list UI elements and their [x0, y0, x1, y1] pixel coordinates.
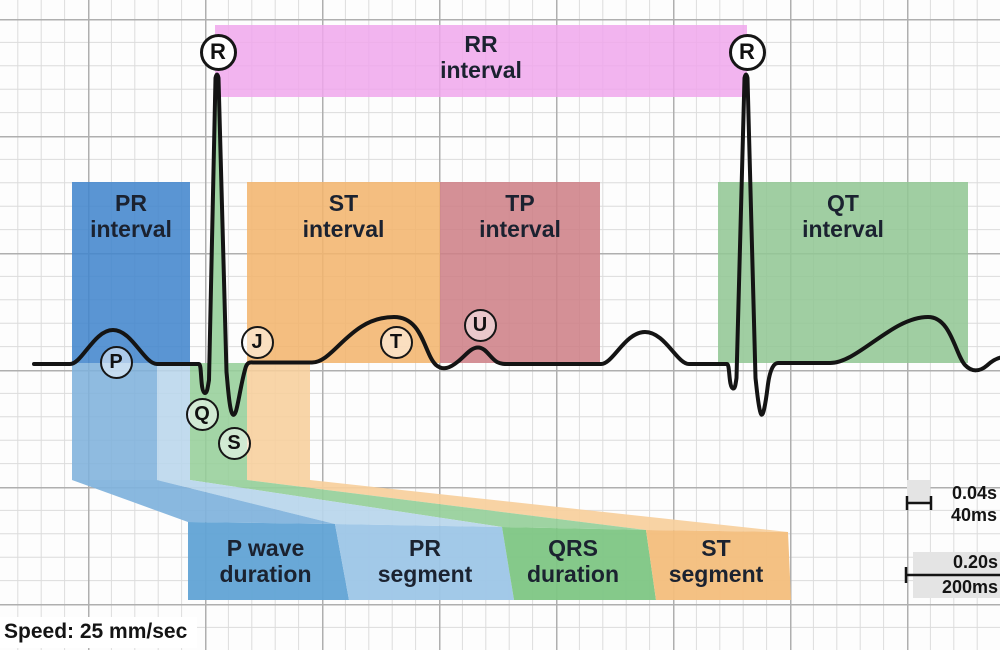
t-wave-letter: T [389, 330, 403, 353]
p-wave-badge: P [99, 345, 133, 379]
qrs-duration-box [502, 527, 656, 600]
r-wave-letter-2: R [739, 39, 755, 64]
paper-speed-label: Speed: 25 mm/sec [0, 617, 198, 648]
qt-interval-band [718, 182, 968, 363]
scale-large-seconds: 0.20s [952, 552, 998, 572]
t-wave-badge: T [379, 325, 413, 359]
pr-segment-connector [157, 480, 502, 527]
u-wave-letter: U [472, 313, 488, 336]
scale-small-ms: 40ms [950, 505, 997, 525]
q-wave-letter: Q [194, 402, 210, 425]
j-point-letter: J [251, 330, 263, 353]
q-wave-badge: Q [185, 397, 219, 431]
p-wave-duration-box [188, 522, 349, 600]
qrs-duration-connector [190, 480, 646, 530]
scale-small-seconds: 0.04s [951, 483, 997, 503]
p-wave-duration-connector [72, 480, 335, 524]
s-wave-letter: S [227, 431, 241, 454]
p-wave-letter: P [109, 350, 123, 373]
r-wave-badge-2: R [728, 33, 766, 71]
scale-bracket-small [905, 496, 933, 510]
r-wave-letter-1: R [210, 39, 226, 64]
st-segment-connector [247, 480, 788, 532]
pr-interval-band [72, 182, 190, 363]
scale-large-ms: 200ms [941, 577, 998, 597]
st-segment-box [646, 530, 791, 600]
scale-small-label: 0.04s 40ms [930, 482, 997, 526]
scale-cell-small [907, 480, 931, 502]
pr-segment-column [157, 363, 190, 480]
r-wave-badge-1: R [199, 33, 237, 71]
p-wave-duration-column [72, 363, 157, 480]
u-wave-badge: U [463, 308, 497, 342]
rr-interval-band [215, 25, 747, 97]
scale-large-label: 0.20s 200ms [925, 551, 998, 598]
tp-interval-band [440, 182, 600, 363]
st-segment-column [247, 363, 310, 480]
pr-segment-box [335, 524, 514, 600]
ecg-trace [32, 72, 1000, 417]
j-point-badge: J [240, 325, 274, 359]
s-wave-badge: S [217, 426, 251, 460]
scale-bracket-large [904, 567, 1000, 583]
